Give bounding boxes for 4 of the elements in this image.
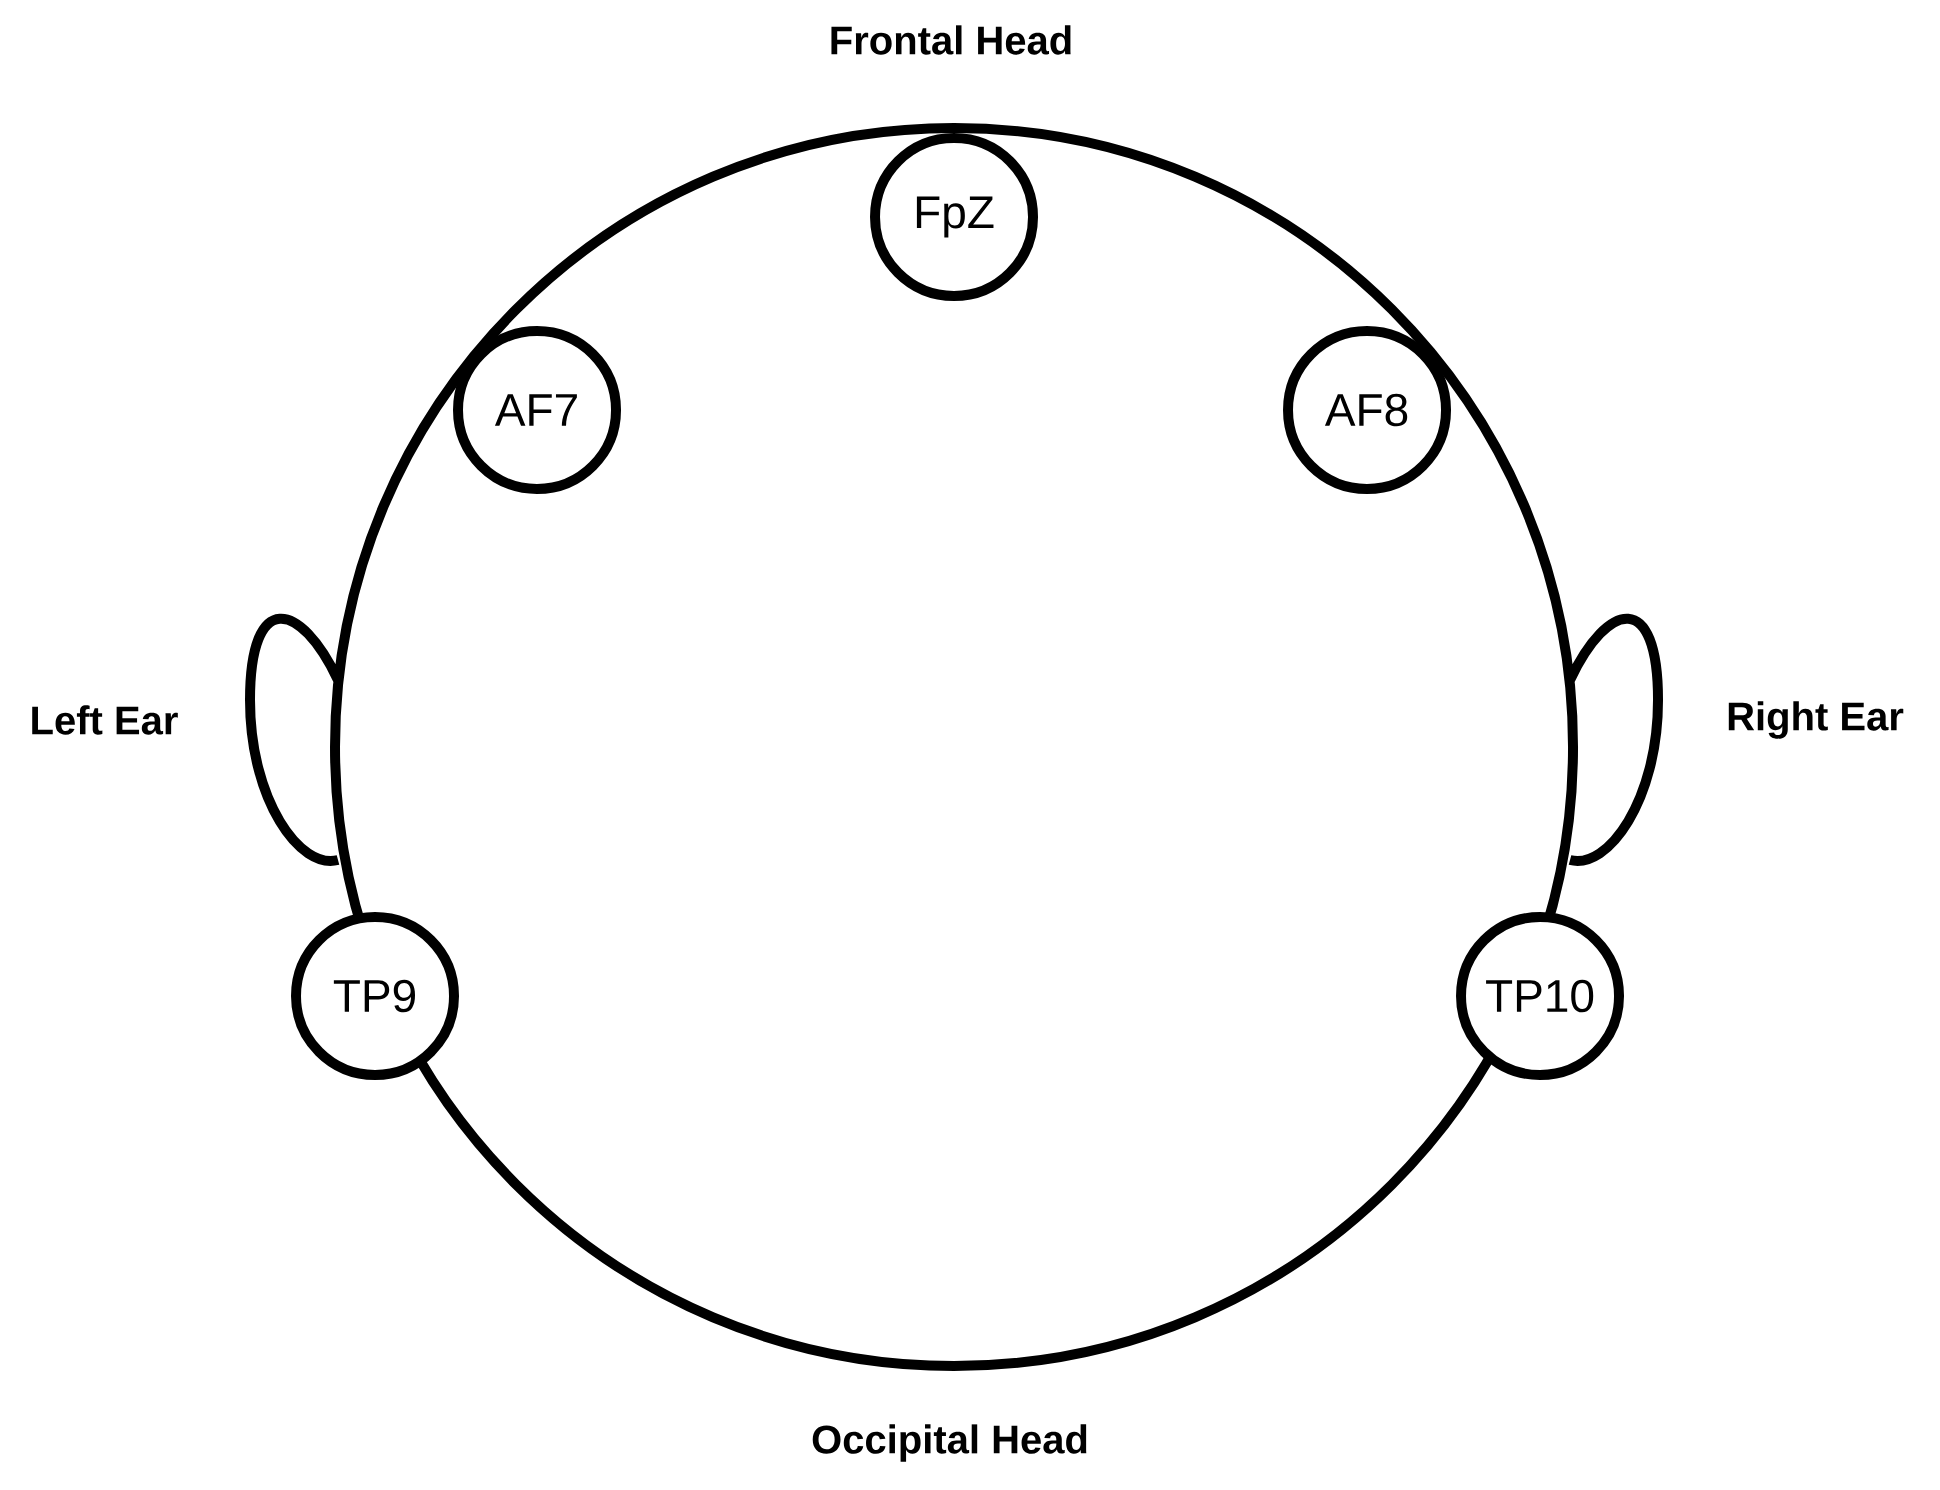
direction-label: Right Ear	[1728, 701, 1904, 739]
direction-label: Occipital Head	[812, 1424, 1087, 1462]
direction-label: Frontal Head	[831, 25, 1071, 55]
direction-label: Left Ear	[32, 705, 178, 735]
